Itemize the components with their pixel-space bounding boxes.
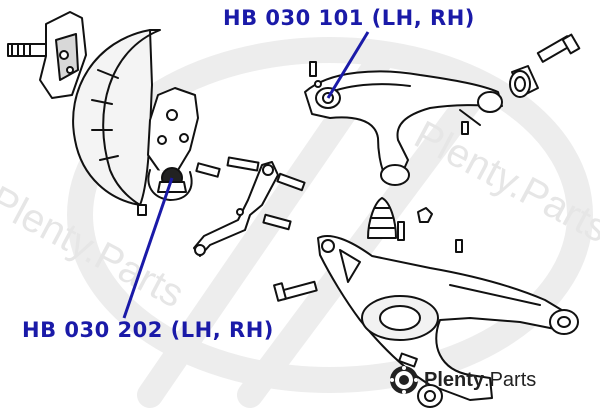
lower-control-arm <box>317 235 566 401</box>
leader-line-upper <box>326 31 370 99</box>
stub-axle <box>7 11 87 99</box>
lower-arm-bushings <box>417 309 579 408</box>
part-label-upper-arm: HB 030 101 (LH, RH) <box>223 6 475 30</box>
part-label-ball-joint: HB 030 202 (LH, RH) <box>22 318 274 342</box>
plenty-parts-logo-icon <box>390 366 418 394</box>
knuckle-bolts <box>137 156 306 231</box>
upper-arm-bushing <box>509 33 581 98</box>
brand-watermark: Plenty.Parts <box>388 364 536 396</box>
upper-control-arm <box>304 70 503 186</box>
brake-backing-plate <box>72 29 161 206</box>
bump-stop <box>367 197 433 241</box>
leader-line-lower <box>122 177 174 319</box>
upper-arm-fasteners <box>309 61 469 135</box>
lower-arm-bolts <box>273 239 463 368</box>
brand-name-bold: Plenty <box>424 368 485 391</box>
lateral-link <box>193 161 279 257</box>
brand-name-regular: .Parts <box>484 368 537 391</box>
